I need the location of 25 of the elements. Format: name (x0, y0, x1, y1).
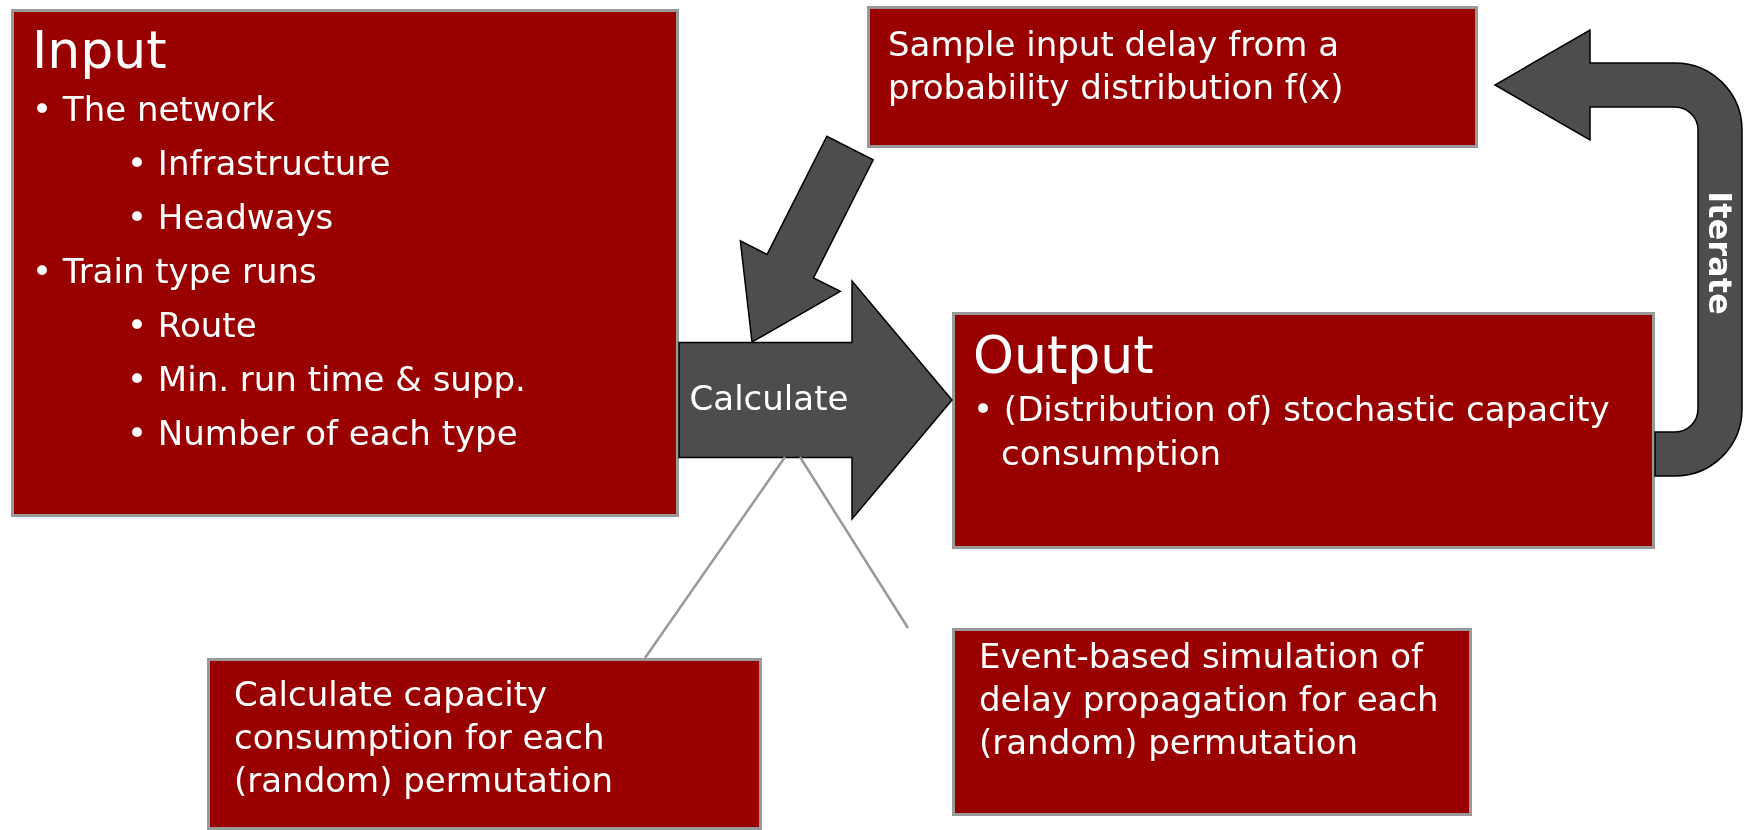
bullet-item: • Number of each type (127, 412, 519, 455)
edge-label: Iterate (1701, 190, 1739, 317)
process-box (11, 9, 679, 517)
box-text: Sample input delay from a probability distribution f(x) (888, 23, 1345, 109)
edge-label: Calculate (688, 378, 850, 418)
box-heading: Output (973, 324, 1155, 387)
block-arrow (1494, 29, 1743, 477)
bullet-item: • Headways (127, 196, 335, 239)
process-box (207, 658, 762, 830)
box-text: Calculate capacity consumption for each (random) permutation (234, 673, 615, 802)
leader-line (643, 456, 787, 659)
box-text: Event-based simulation of delay propagation for each (random) permutation (979, 635, 1440, 764)
bullet-item: • (Distribution of) stochastic capacity consumption (973, 388, 1611, 475)
bullet-item: • Route (127, 304, 258, 347)
bullet-item: • Train type runs (32, 250, 318, 293)
bullet-item: • Infrastructure (127, 142, 392, 185)
process-box (952, 312, 1655, 549)
bullet-item: • The network (32, 88, 276, 131)
box-heading: Input (32, 19, 168, 82)
block-arrow (739, 135, 875, 344)
leader-line (798, 456, 910, 629)
bullet-item: • Min. run time & supp. (127, 358, 527, 401)
block-arrow (678, 278, 953, 522)
process-box (952, 628, 1472, 816)
process-box (867, 6, 1478, 148)
